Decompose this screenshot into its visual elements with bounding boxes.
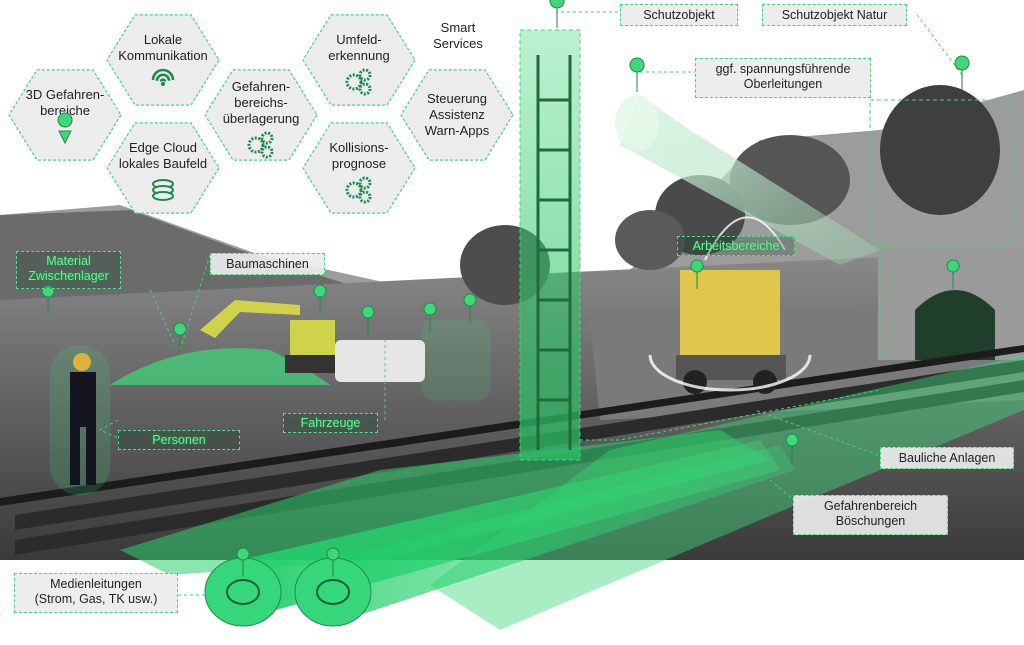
smart-services-title: Smart Services [433,20,483,51]
hexagon-3d: 3D Gefahren-bereiche [8,69,122,161]
map-pin-icon [313,284,327,315]
hexagon-label: Warn-Apps [425,123,490,138]
map-pin-icon [57,112,73,145]
map-pin-icon [361,305,375,336]
map-pin-icon [629,57,645,93]
baumaschinen-callout: Baumaschinen [210,253,325,275]
schutzobjekt-natur-callout: Schutzobjekt Natur [762,4,907,26]
map-pin-icon [236,547,250,578]
gears-icon [345,176,372,204]
hexagon-kollision: Kollisions-prognose [302,122,416,214]
map-pin-icon [549,0,565,29]
map-pin-icon [954,55,970,91]
fahrzeuge-label: Fahrzeuge [283,413,378,433]
hazard-overlays [49,11,1024,630]
map-pin-icon [463,293,477,324]
hexagon-label: überlagerung [223,111,300,126]
map-pin-icon [326,547,340,578]
hexagon-label: Edge Cloud [129,140,197,155]
hexagon-shape [302,122,416,214]
material-zwischenlager-label: Material Zwischenlager [16,251,121,289]
map-pin-icon [690,259,704,290]
hexagon-label: erkennung [328,48,389,63]
hexagon-label: 3D Gefahren- [26,87,105,102]
hexagon-label: Assistenz [429,107,485,122]
gears-icon [247,131,274,159]
hexagon-shape [106,14,220,106]
wifi-icon [151,68,175,86]
hexagon-label: Kommunikation [118,48,208,63]
schutzobjekt-callout: Schutzobjekt [620,4,738,26]
medienleitungen-callout: Medienleitungen (Strom, Gas, TK usw.) [14,573,178,613]
hexagon-label: lokales Baufeld [119,156,207,171]
hexagon-shape [106,122,220,214]
hexagon-label: Lokale [144,32,182,47]
hexagon-shape [302,14,416,106]
boeschungen-callout: Gefahrenbereich Böschungen [793,495,948,535]
hexagon-label: bereiche [40,103,90,118]
gears-icon [345,68,372,96]
hexagon-gefahr: Gefahren-bereichs-überlagerung [204,69,318,161]
location-pins [41,0,970,578]
smart-services-hexagons: 3D Gefahren-bereicheLokaleKommunikationE… [8,14,514,214]
map-pin-icon [946,259,960,290]
hexagon-label: Umfeld- [336,32,382,47]
database-icon [152,179,174,201]
map-pin-icon [423,302,437,333]
arbeitsbereiche-label: Arbeitsbereiche [677,236,795,256]
hexagon-label: Kollisions- [329,140,388,155]
hexagon-label: Gefahren- [232,79,291,94]
hexagon-umfeld: Umfeld-erkennung [302,14,416,106]
hexagon-shape [204,69,318,161]
personen-label: Personen [118,430,240,450]
hexagon-label: prognose [332,156,386,171]
bauliche-anlagen-callout: Bauliche Anlagen [880,447,1014,469]
oberleitungen-callout: ggf. spannungsführende Oberleitungen [695,58,871,98]
map-pin-icon [173,322,187,353]
map-pin-icon [41,284,55,315]
hexagon-label: bereichs- [234,95,287,110]
map-pin-icon [785,433,799,464]
hexagon-label: Steuerung [427,91,487,106]
hexagon-shape [400,69,514,161]
